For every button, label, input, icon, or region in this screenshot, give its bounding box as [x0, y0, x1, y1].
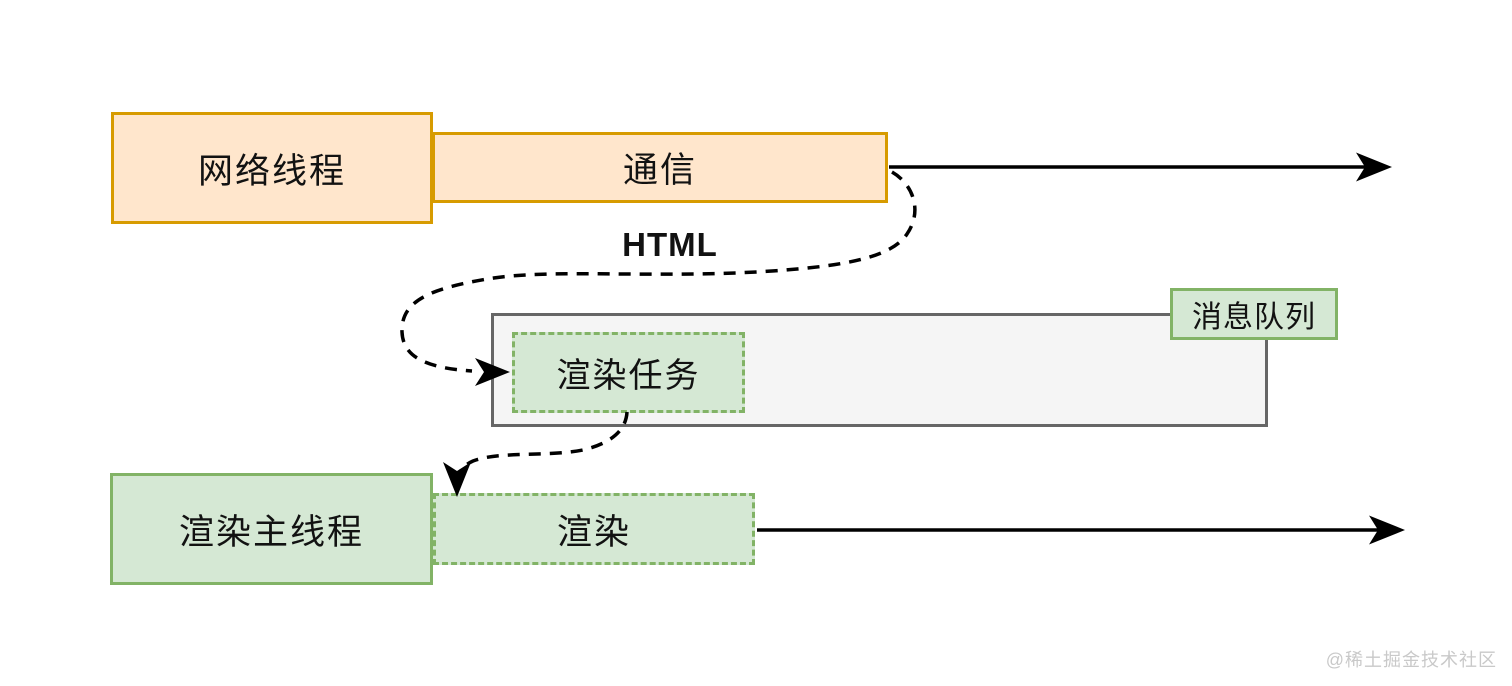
- communication-box: 通信: [432, 132, 888, 203]
- render-label: 渲染: [556, 512, 631, 552]
- render-main-thread-label: 渲染主线程: [178, 512, 364, 552]
- task-dispatch-arrowhead-icon: [443, 462, 471, 497]
- render-task-label: 渲染任务: [556, 357, 701, 395]
- render-task-box: 渲染任务: [512, 332, 745, 413]
- network-thread-timeline-arrowhead-icon: [1356, 152, 1392, 182]
- message-queue-title-badge: 消息队列: [1170, 288, 1338, 340]
- render-box: 渲染: [433, 493, 755, 565]
- watermark: @稀土掘金技术社区: [1326, 646, 1497, 672]
- network-thread-label: 网络线程: [197, 151, 346, 191]
- message-queue-title-label: 消息队列: [1192, 301, 1316, 334]
- network-thread-box: 网络线程: [111, 112, 433, 224]
- html-annotation-label: HTML: [622, 226, 718, 263]
- communication-label: 通信: [622, 151, 697, 190]
- render-main-thread-box: 渲染主线程: [110, 473, 433, 585]
- html-annotation: HTML: [598, 224, 742, 266]
- render-main-thread-timeline-arrowhead-icon: [1369, 515, 1405, 545]
- watermark-text: @稀土掘金技术社区: [1325, 650, 1497, 670]
